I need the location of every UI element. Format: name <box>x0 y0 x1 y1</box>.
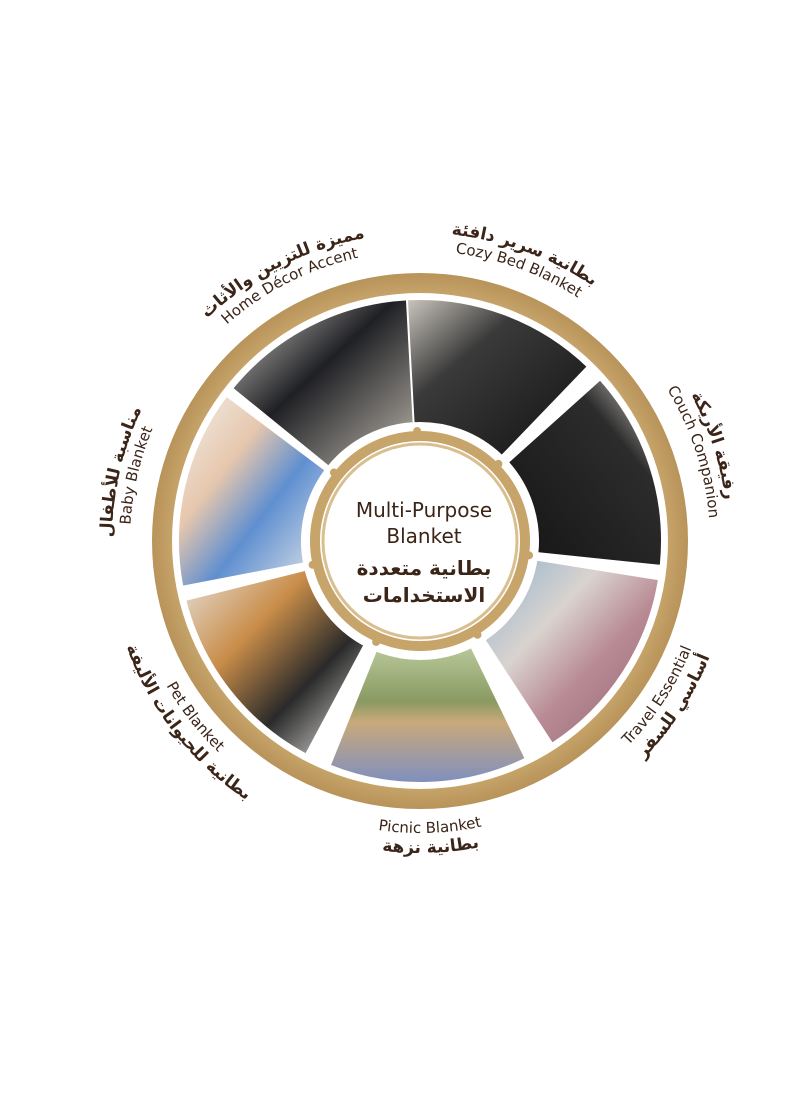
connector-dot <box>372 637 381 646</box>
connector-dot <box>473 630 482 639</box>
segment-photo-couch <box>506 377 663 567</box>
connector-dot <box>329 468 338 477</box>
connector-dot <box>308 560 317 569</box>
segment-photo-travel <box>483 558 661 746</box>
segment-photo-baby <box>177 394 328 588</box>
connector-dots <box>308 427 534 646</box>
segment-photo-home-decor <box>230 298 415 468</box>
connector-dot <box>413 427 422 436</box>
label-picnic-en: Picnic Blanket <box>378 813 483 837</box>
center-title-ar-line1: بطانية متعددة <box>357 556 492 580</box>
center-title-en-line1: Multi-Purpose <box>356 498 492 522</box>
segment-photo-picnic <box>328 645 528 784</box>
center-title-en-line2: Blanket <box>386 524 461 548</box>
hub-white-ring <box>320 441 520 641</box>
photo-segments <box>177 298 663 784</box>
connector-dot <box>525 551 534 560</box>
segment-photo-pet <box>184 568 366 756</box>
segment-photo-cozy-bed <box>402 298 590 458</box>
center-title-ar-line2: الاستخدامات <box>363 583 485 607</box>
hub-gold-inner <box>321 442 519 640</box>
connector-dot <box>494 459 503 468</box>
